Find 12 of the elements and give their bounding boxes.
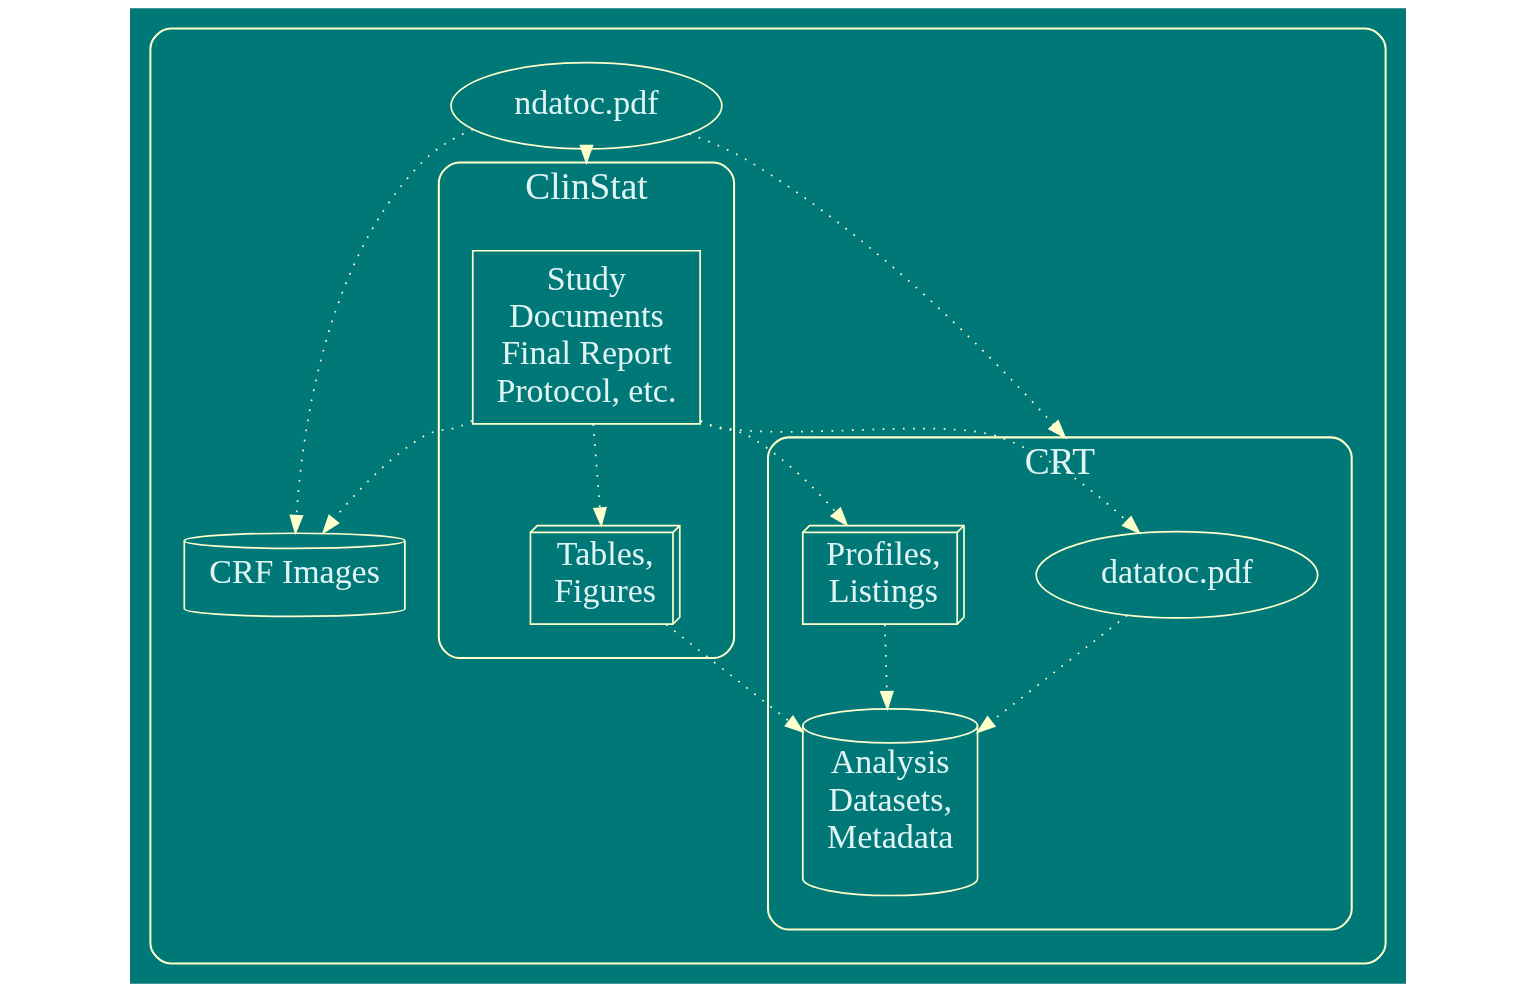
arrow [879, 623, 894, 712]
arrow [975, 614, 1128, 734]
node-box: Study Documents Final Report Protocol, etc. [471, 249, 701, 425]
cluster [148, 27, 1387, 965]
arrow [321, 419, 473, 535]
arrow [687, 133, 1067, 440]
arrow [664, 623, 805, 734]
node-ellipse: datatoc.pdf [1034, 530, 1319, 619]
arrow [699, 419, 849, 527]
arrow [288, 128, 474, 536]
arrow [591, 423, 607, 528]
arrow [578, 144, 594, 166]
